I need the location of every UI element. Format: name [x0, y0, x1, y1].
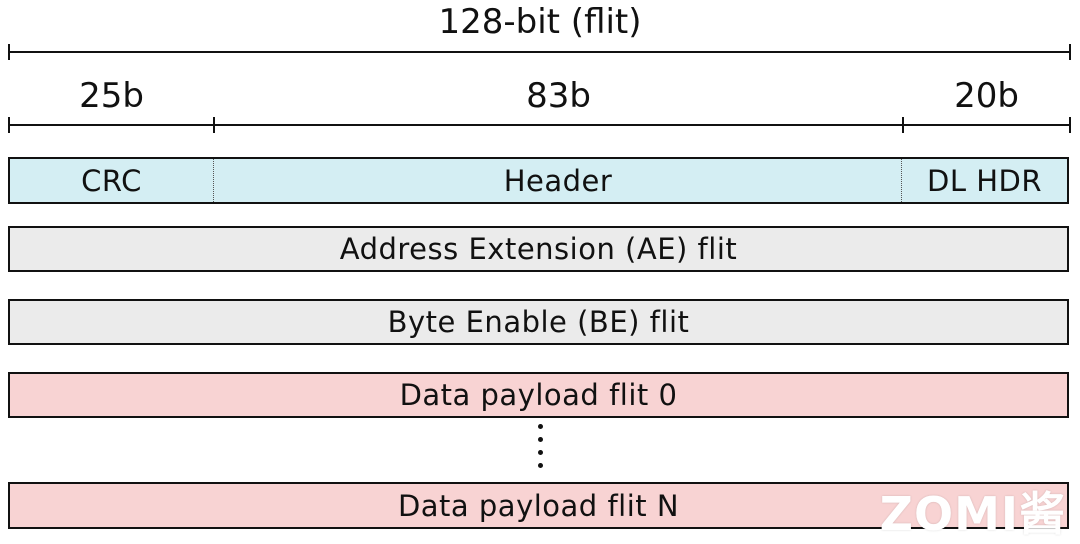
dl-hdr-cell: DL HDR — [901, 159, 1067, 202]
data-payload-flit-0: Data payload flit 0 — [8, 372, 1069, 418]
header-label: Header — [503, 163, 613, 198]
crc-label: CRC — [81, 163, 142, 198]
dl-hdr-label: DL HDR — [927, 163, 1042, 198]
vertical-ellipsis — [530, 424, 550, 480]
watermark-logo: ZOMI酱 — [879, 487, 1066, 541]
data-payload-flit-0-label: Data payload flit 0 — [399, 378, 678, 412]
dl-hdr-width-label: 20b — [954, 76, 1019, 116]
ae-flit-label: Address Extension (AE) flit — [339, 232, 738, 266]
crc-width-label: 25b — [79, 76, 144, 116]
header-flit: CRC Header DL HDR — [8, 157, 1069, 204]
data-payload-flit-n-label: Data payload flit N — [397, 488, 680, 523]
crc-cell: CRC — [10, 159, 213, 202]
header-width-label: 83b — [526, 76, 591, 116]
dimension-lines — [8, 44, 1071, 133]
be-flit: Byte Enable (BE) flit — [8, 299, 1069, 345]
header-cell: Header — [213, 159, 902, 202]
be-flit-label: Byte Enable (BE) flit — [387, 305, 690, 339]
data-payload-flit-n: Data payload flit N — [8, 482, 1069, 529]
ae-flit: Address Extension (AE) flit — [8, 226, 1069, 272]
total-width-label: 128-bit (flit) — [438, 2, 642, 42]
